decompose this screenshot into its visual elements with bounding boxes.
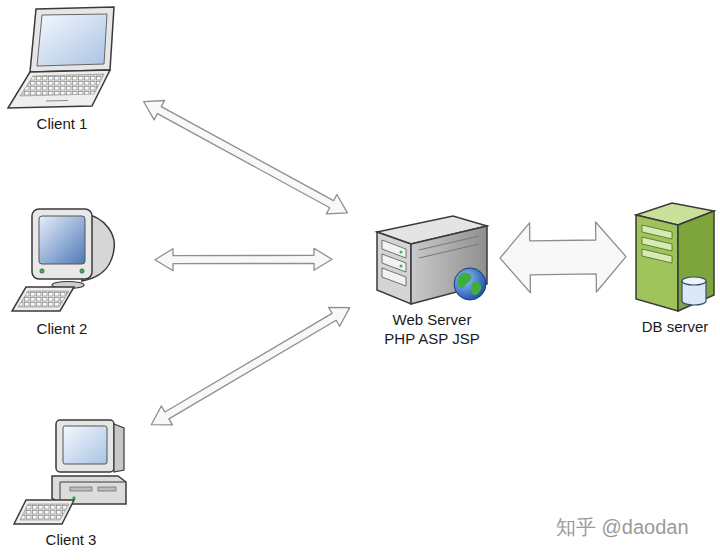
laptop-icon-part	[20, 74, 104, 96]
crt-computer-icon-part	[12, 287, 74, 311]
icon-area	[9, 205, 115, 315]
double-arrow	[151, 307, 349, 425]
crt-computer-icon-part	[80, 269, 84, 273]
desktop-pc-icon-part	[14, 500, 74, 524]
network-node: DB server	[634, 199, 716, 336]
icon-area	[5, 4, 119, 110]
web-server-icon-part	[400, 251, 403, 254]
web-server-icon-part	[411, 226, 487, 304]
node-label: Client 2	[37, 319, 88, 338]
web-server-icon-part	[457, 273, 471, 288]
crt-computer-icon-part	[40, 269, 44, 273]
desktop-pc-icon-part	[63, 426, 107, 464]
double-arrow	[155, 248, 332, 270]
desktop-pc-icon-part	[114, 424, 124, 472]
laptop-icon-part	[46, 100, 68, 102]
laptop-icon-part	[37, 14, 107, 66]
laptop-icon	[8, 7, 114, 108]
web-server-icon-part	[454, 268, 486, 300]
db-server-icon-part	[636, 215, 678, 311]
node-label: Client 1	[37, 114, 88, 133]
icon-area	[634, 199, 716, 313]
crt-computer-icon-part	[32, 209, 92, 279]
db-server-icon	[636, 203, 714, 311]
web-server-icon-part	[382, 268, 406, 286]
crt-computer-icon	[12, 209, 114, 311]
double-arrow	[144, 101, 348, 214]
db-server-icon-part	[642, 225, 672, 239]
web-server-icon-part	[419, 236, 479, 250]
node-label: Client 3	[46, 530, 97, 549]
icon-area	[13, 418, 129, 526]
node-label: DB server	[642, 317, 709, 336]
web-server-icon-part	[400, 265, 403, 268]
db-server-icon-part	[642, 237, 672, 251]
desktop-pc-icon	[14, 420, 126, 524]
crt-computer-icon-part	[39, 216, 85, 264]
db-server-icon-part	[682, 277, 706, 285]
desktop-pc-icon-part	[56, 420, 114, 472]
network-node: Client 1	[5, 4, 119, 133]
network-node: Client 3	[13, 418, 129, 549]
icon-area	[372, 212, 492, 306]
laptop-icon-part	[30, 7, 114, 72]
double-arrow	[500, 222, 626, 293]
web-server-icon-part	[471, 281, 481, 295]
desktop-pc-icon-part	[60, 482, 126, 483]
node-label: Web Server PHP ASP JSP	[382, 310, 482, 348]
web-server-icon-part	[419, 244, 479, 258]
watermark: 知乎 @daodan	[556, 514, 689, 541]
web-server-icon	[377, 216, 487, 304]
desktop-pc-icon-part	[98, 487, 116, 491]
desktop-pc-icon-part	[20, 504, 69, 520]
network-node: Client 2	[9, 205, 115, 338]
db-server-icon-part	[678, 211, 714, 311]
desktop-pc-icon-part	[70, 487, 92, 491]
crt-computer-icon-part	[18, 291, 69, 307]
db-server-icon-part	[642, 249, 672, 263]
laptop-icon-part	[8, 70, 110, 108]
web-server-icon-part	[377, 232, 411, 304]
network-node: Web Server PHP ASP JSP	[372, 212, 492, 348]
